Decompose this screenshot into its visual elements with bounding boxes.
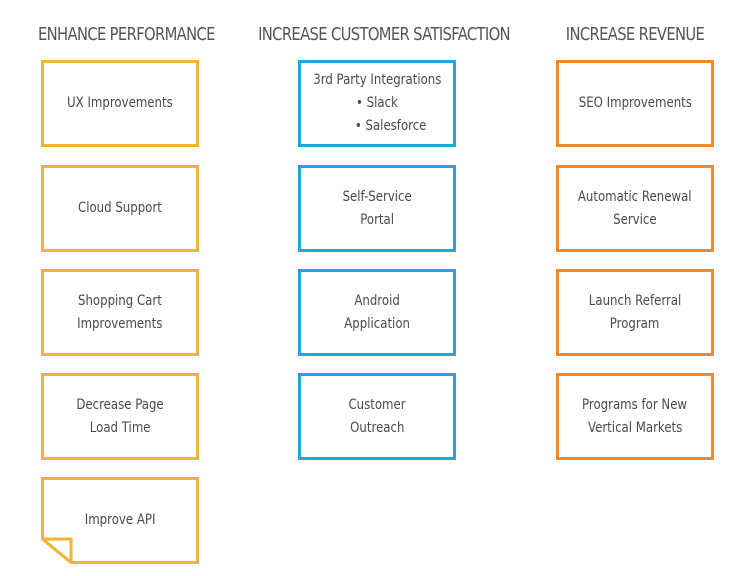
card-label: Application xyxy=(344,315,410,332)
card-label: Portal xyxy=(360,211,394,228)
card-label: Improvements xyxy=(77,315,163,332)
card-android-application[interactable]: Android Application xyxy=(298,269,456,356)
card-label: Customer xyxy=(348,396,406,413)
card-label: SEO Improvements xyxy=(578,95,692,111)
card-label: Decrease Page xyxy=(76,396,164,413)
card-label: Cloud Support xyxy=(78,200,162,216)
card-label: Program xyxy=(610,315,660,332)
card-automatic-renewal-service[interactable]: Automatic Renewal Service xyxy=(556,165,714,252)
card-label: Android xyxy=(354,292,400,309)
card-label: Launch Referral xyxy=(588,292,682,309)
card-customer-outreach[interactable]: Customer Outreach xyxy=(298,373,456,460)
column-title-enhance-performance: ENHANCE PERFORMANCE xyxy=(38,24,215,45)
folded-corner-card-outline xyxy=(41,477,199,564)
card-label: Programs for New xyxy=(582,396,688,413)
card-improve-api[interactable]: Improve API xyxy=(41,477,199,564)
column-title-increase-revenue: INCREASE REVENUE xyxy=(565,24,705,45)
card-label: Improve API xyxy=(84,512,156,528)
bullet-item-slack: • Slack xyxy=(356,95,398,111)
bullet-label: Slack xyxy=(366,95,398,111)
card-label: UX Improvements xyxy=(67,95,173,111)
card-shopping-cart-improvements[interactable]: Shopping Cart Improvements xyxy=(41,269,199,356)
bullet-label: Salesforce xyxy=(365,118,427,134)
card-label: Self-Service xyxy=(342,188,412,205)
card-label: Service xyxy=(613,211,657,228)
card-label: Load Time xyxy=(89,419,151,436)
card-3rd-party-integrations[interactable]: 3rd Party Integrations • Slack • Salesfo… xyxy=(298,60,456,147)
card-launch-referral-program[interactable]: Launch Referral Program xyxy=(556,269,714,356)
card-label: 3rd Party Integrations xyxy=(312,72,442,88)
card-label: Vertical Markets xyxy=(587,419,683,436)
card-label: Outreach xyxy=(349,419,405,436)
card-ux-improvements[interactable]: UX Improvements xyxy=(41,60,199,147)
card-self-service-portal[interactable]: Self-Service Portal xyxy=(298,165,456,252)
card-label: Automatic Renewal xyxy=(578,188,692,205)
card-programs-for-new-vertical-markets[interactable]: Programs for New Vertical Markets xyxy=(556,373,714,460)
column-title-increase-customer-satisfaction: INCREASE CUSTOMER SATISFACTION xyxy=(258,24,511,45)
card-seo-improvements[interactable]: SEO Improvements xyxy=(556,60,714,147)
bullet-item-salesforce: • Salesforce xyxy=(355,118,427,134)
card-cloud-support[interactable]: Cloud Support xyxy=(41,165,199,252)
card-label: Shopping Cart xyxy=(78,292,162,309)
card-decrease-page-load-time[interactable]: Decrease Page Load Time xyxy=(41,373,199,460)
